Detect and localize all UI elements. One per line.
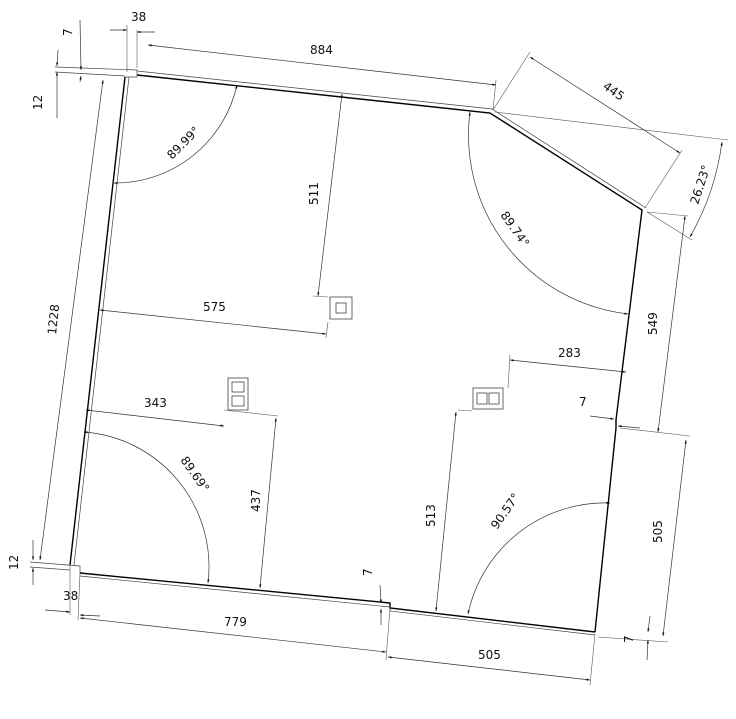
outlet-double-horizontal	[472, 387, 504, 410]
outer-wall-right	[136, 74, 643, 633]
dim-top-left-wall: 12	[31, 95, 45, 110]
dim-angle-top-right: 89.74°	[498, 209, 533, 250]
top-left-post	[54, 66, 138, 78]
dim-bottom-step: 7	[361, 568, 375, 576]
outer-wall-top-skin	[136, 70, 647, 209]
dim-outlet-left-to-left-wall: 343	[144, 396, 167, 410]
dim-left-wall-length: 1228	[45, 303, 62, 335]
dim-outlet-left-to-bottom-wall: 437	[249, 489, 263, 512]
dim-right-upper-wall: 549	[646, 312, 660, 335]
bottom-left-post	[29, 561, 81, 573]
dim-angle-bottom-right: 90.57°	[488, 491, 523, 532]
dim-angle-top-left: 89.99°	[164, 124, 202, 162]
dim-top-offset: 7	[61, 28, 75, 36]
dim-top-wall-length: 884	[310, 43, 333, 57]
dim-bottom-left-length: 779	[224, 615, 247, 629]
dim-top-post-width: 38	[131, 10, 146, 24]
walls	[29, 66, 647, 636]
top-left-line	[54, 71, 126, 77]
dim-right-lower-wall: 505	[651, 520, 665, 543]
bottom-wall-skin	[79, 575, 596, 636]
dim-bottom-left-wall: 12	[7, 555, 21, 570]
dim-right-step: 7	[579, 395, 587, 409]
outlet-single	[329, 296, 353, 320]
dim-outlet-right-to-right-wall: 283	[558, 346, 581, 360]
dim-bottom-right-offset: 7	[622, 635, 636, 643]
dimension-lines	[31, 19, 729, 686]
dim-outlet-top-to-left-wall: 575	[203, 300, 226, 314]
dim-diagonal-wall-length: 445	[600, 79, 627, 104]
left-wall-skin	[73, 76, 130, 566]
outlet-double-vertical	[227, 377, 249, 411]
dim-bottom-right-length: 505	[478, 648, 501, 662]
dim-outlet-right-to-bottom-wall: 513	[424, 504, 438, 527]
left-wall	[69, 76, 126, 566]
bottom-left-line	[29, 566, 71, 571]
dim-outlet-top-to-top-wall: 511	[307, 182, 321, 205]
dim-bottom-post-width: 38	[63, 589, 78, 603]
dim-diagonal-angle: 26.23°	[688, 163, 714, 206]
bottom-wall	[79, 572, 596, 633]
dim-angle-bottom-left: 89.69°	[178, 454, 213, 495]
